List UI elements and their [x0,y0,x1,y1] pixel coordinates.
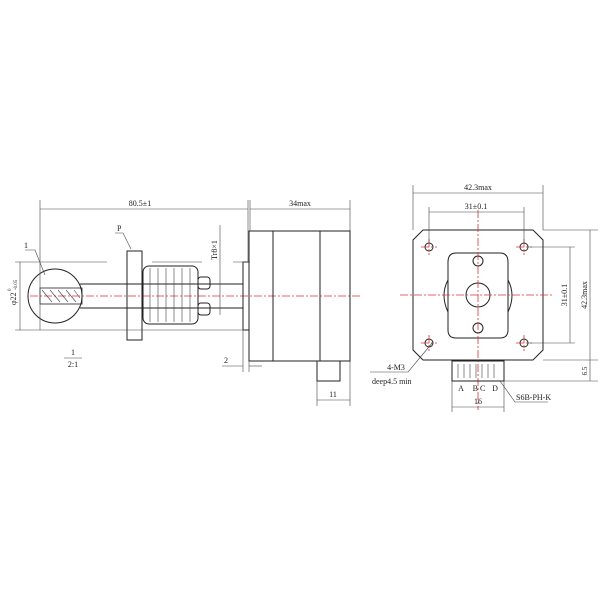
connector-width-side-label: 11 [329,390,337,399]
hole-depth-label: deep4.5 min [372,377,412,386]
connector-side [316,360,341,382]
thread-label: Tr8×1 [210,240,219,260]
connector-front [451,360,505,382]
nut-label: P [117,224,122,233]
motor-length-label: 34max [289,199,311,208]
connector-height-label: 6.5 [581,366,589,375]
detail-label: 1 [24,241,28,250]
mount-boss [447,252,509,339]
nut-diameter-label: φ22 [9,292,18,305]
overall-length-label: 80.5±1 [129,199,151,208]
height-label: 42.3max [580,281,589,309]
flange-thickness-label: 2 [224,356,228,365]
anti-backlash-spring [142,265,211,325]
side-view: 80.5±1 34max P 1 Tr8×1 φ22 0 -0.05 1 2:1… [8,199,362,406]
connector-type-label: S6B-PH-K [516,393,551,402]
width-label: 42.3max [464,183,492,192]
detail-ref: 1 [71,348,75,357]
front-view: 42.3max 31±0.1 31±0.1 42.3max 4-M3 deep4… [370,183,598,412]
pin-bc-label: B C [473,384,486,393]
hole-spec-label: 4-M3 [387,363,405,372]
nut-flange [126,250,143,341]
hole-spacing-v-label: 31±0.1 [560,284,569,306]
nut-tol-lower: -0.05 [14,279,19,290]
motor-face [412,229,544,361]
connector-width-label: 16 [474,397,482,406]
pin-d-label: D [492,384,498,393]
pin-a-label: A [458,384,464,393]
hole-spacing-h-label: 31±0.1 [465,202,487,211]
nut-tol-upper: 0 [8,288,13,291]
detail-scale: 2:1 [68,360,78,369]
